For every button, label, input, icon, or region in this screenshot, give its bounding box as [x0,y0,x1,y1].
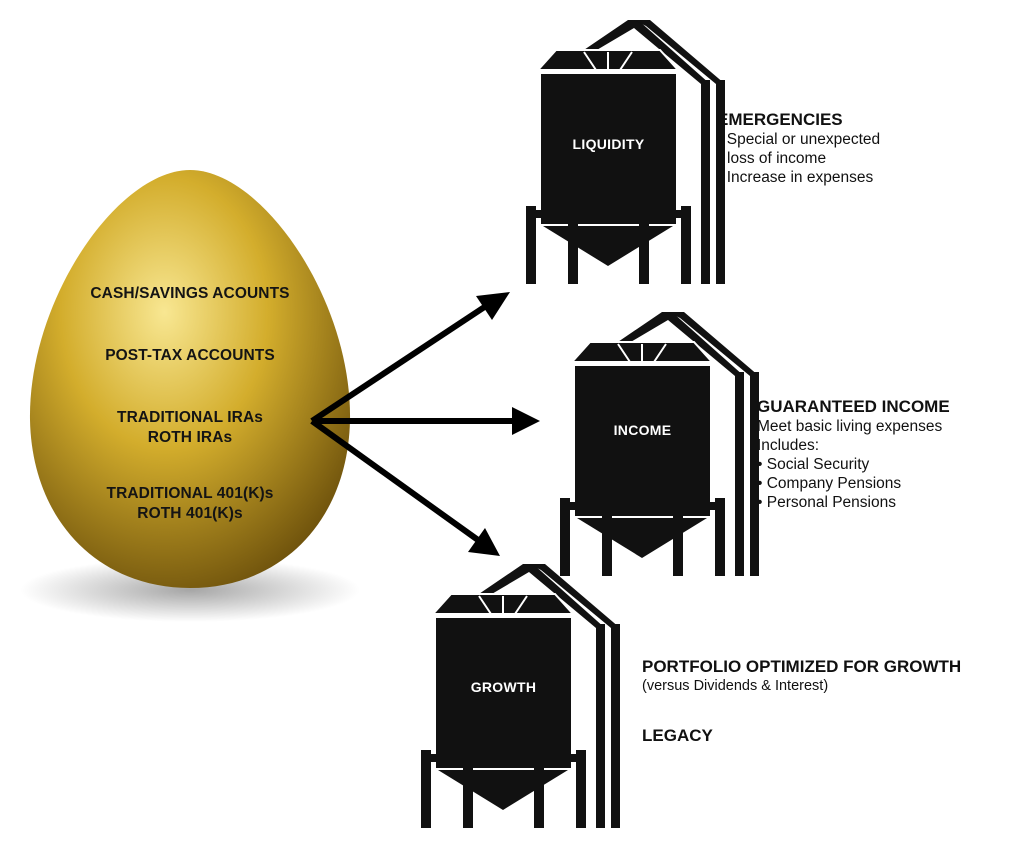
income-line: Includes: [757,437,820,454]
silo-label-liquidity: LIQUIDITY [572,136,645,152]
silo-label-income: INCOME [613,422,672,438]
liquidity-bullet-continued: loss of income [727,150,827,167]
egg-label-iras: TRADITIONAL IRAs ROTH IRAs [117,409,263,446]
income-heading: GUARANTEED INCOME [757,397,950,416]
arrow-right-icon [310,418,500,556]
income-bullet: • Social Security [757,456,870,473]
liquidity-heading: EMERGENCIES [717,110,843,129]
golden-egg-icon [29,170,351,588]
egg-label-post-tax: POST-TAX ACCOUNTS [105,347,275,364]
egg-label-401k: TRADITIONAL 401(K)s ROTH 401(K)s [106,485,274,522]
growth-subheading: (versus Dividends & Interest) [642,678,829,694]
liquidity-bullet: • Special or unexpected [717,131,881,148]
silo-label-growth: GROWTH [470,679,537,695]
income-line: Meet basic living expenses [757,418,943,435]
growth-info: PORTFOLIO OPTIMIZED FOR GROWTH (versus D… [642,656,961,746]
grain-silo-icon [421,564,620,828]
income-bullet: • Personal Pensions [757,494,896,511]
arrow-right-icon [312,407,540,435]
grain-silo-icon [560,312,759,576]
income-info: GUARANTEED INCOME Meet basic living expe… [757,396,950,512]
egg-shadow [20,558,360,622]
growth-heading: PORTFOLIO OPTIMIZED FOR GROWTH [642,657,962,676]
grain-silo-icon [526,20,725,284]
liquidity-bullet: • Increase in expenses [717,169,874,186]
legacy-heading: LEGACY [642,726,713,745]
arrow-right-icon [310,292,510,424]
egg-label-cash: CASH/SAVINGS ACOUNTS [90,285,290,302]
liquidity-info: EMERGENCIES • Special or unexpected loss… [717,109,880,187]
income-bullet: • Company Pensions [757,475,902,492]
